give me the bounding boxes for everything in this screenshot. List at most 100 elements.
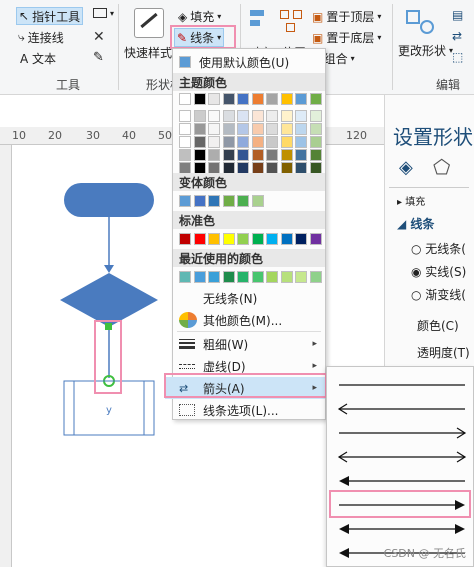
theme-color-swatch[interactable] bbox=[266, 136, 278, 148]
standard-color-swatch[interactable] bbox=[266, 233, 278, 245]
theme-color-swatch[interactable] bbox=[266, 149, 278, 161]
arrow-style-left-filled-alt[interactable] bbox=[335, 543, 469, 563]
theme-color-swatch[interactable] bbox=[237, 110, 249, 122]
pentagon-icon[interactable]: ⬠ bbox=[433, 155, 451, 179]
recent-color-swatch[interactable] bbox=[309, 271, 322, 283]
theme-color-swatch[interactable] bbox=[179, 110, 191, 122]
recent-color-swatch[interactable] bbox=[193, 271, 206, 283]
dashes-item[interactable]: 虚线(D) ▸ bbox=[173, 355, 325, 377]
pointer-tool-button[interactable]: ↖ 指针工具 bbox=[16, 7, 84, 25]
recent-color-swatch[interactable] bbox=[208, 271, 220, 283]
theme-color-swatch[interactable] bbox=[208, 93, 220, 105]
variant-color-swatch[interactable] bbox=[222, 195, 235, 207]
theme-color-swatch[interactable] bbox=[280, 136, 293, 148]
theme-color-swatch[interactable] bbox=[251, 93, 264, 105]
theme-color-swatch[interactable] bbox=[280, 123, 293, 135]
standard-color-swatch[interactable] bbox=[251, 233, 264, 245]
theme-color-swatch[interactable] bbox=[193, 136, 206, 148]
theme-color-swatch[interactable] bbox=[266, 123, 278, 135]
arrow-style-both-open[interactable] bbox=[335, 447, 469, 467]
theme-color-swatch[interactable] bbox=[208, 136, 220, 148]
no-line-radio[interactable]: ○ 无线条( bbox=[411, 242, 466, 256]
theme-color-swatch[interactable] bbox=[193, 110, 206, 122]
theme-color-swatch[interactable] bbox=[266, 93, 278, 105]
connector-handle[interactable] bbox=[105, 323, 112, 330]
arrow-style-left-filled[interactable] bbox=[335, 471, 469, 491]
recent-color-swatch[interactable] bbox=[179, 271, 191, 283]
theme-color-swatch[interactable] bbox=[237, 123, 249, 135]
start-terminal-shape[interactable] bbox=[64, 183, 154, 217]
standard-color-swatch[interactable] bbox=[295, 233, 307, 245]
arrow-style-right-filled[interactable] bbox=[335, 495, 469, 515]
theme-color-swatch[interactable] bbox=[237, 136, 249, 148]
recent-color-swatch[interactable] bbox=[222, 271, 235, 283]
variant-color-swatch[interactable] bbox=[179, 195, 191, 207]
theme-color-swatch[interactable] bbox=[222, 123, 235, 135]
theme-color-swatch[interactable] bbox=[208, 123, 220, 135]
variant-color-swatch[interactable] bbox=[251, 195, 264, 207]
gradient-line-radio[interactable]: ○ 渐变线( bbox=[411, 288, 466, 302]
process-shape[interactable] bbox=[63, 380, 155, 436]
theme-color-swatch[interactable] bbox=[280, 149, 293, 161]
recent-color-swatch[interactable] bbox=[280, 271, 293, 283]
bring-to-front-button[interactable]: ▣ 置于顶层 ▾ bbox=[312, 9, 382, 25]
theme-color-swatch[interactable] bbox=[179, 123, 191, 135]
theme-color-swatch[interactable] bbox=[179, 93, 191, 105]
theme-color-swatch[interactable] bbox=[222, 149, 235, 161]
arrow-style-none[interactable] bbox=[335, 375, 469, 395]
theme-color-swatch[interactable] bbox=[193, 149, 206, 161]
theme-color-swatch[interactable] bbox=[309, 93, 322, 105]
theme-color-swatch[interactable] bbox=[208, 110, 220, 122]
variant-color-swatch[interactable] bbox=[237, 195, 249, 207]
variant-color-swatch[interactable] bbox=[193, 195, 206, 207]
standard-color-swatch[interactable] bbox=[309, 233, 322, 245]
theme-color-swatch[interactable] bbox=[237, 149, 249, 161]
theme-color-swatch[interactable] bbox=[280, 110, 293, 122]
recent-color-swatch[interactable] bbox=[251, 271, 264, 283]
line-options-item[interactable]: 线条选项(L)... bbox=[173, 399, 325, 421]
theme-color-swatch[interactable] bbox=[309, 123, 322, 135]
solid-line-radio[interactable]: ◉ 实线(S) bbox=[411, 265, 467, 279]
recent-color-swatch[interactable] bbox=[295, 271, 307, 283]
line-button[interactable]: ✎ 线条 ▾ bbox=[174, 28, 225, 47]
arrows-item[interactable]: ⇄ 箭头(A) ▸ bbox=[165, 377, 325, 399]
find-icon[interactable]: ▤ bbox=[452, 8, 464, 22]
theme-color-swatch[interactable] bbox=[193, 123, 206, 135]
theme-color-swatch[interactable] bbox=[295, 93, 307, 105]
theme-color-swatch[interactable] bbox=[266, 110, 278, 122]
standard-color-swatch[interactable] bbox=[222, 233, 235, 245]
weight-item[interactable]: 粗细(W) ▸ bbox=[173, 333, 325, 355]
theme-color-swatch[interactable] bbox=[179, 136, 191, 148]
use-default-color-item[interactable]: 使用默认颜色(U) bbox=[173, 51, 325, 73]
replace-icon[interactable]: ⇄ bbox=[452, 29, 463, 43]
recent-color-swatch[interactable] bbox=[266, 271, 278, 283]
standard-color-swatch[interactable] bbox=[179, 233, 191, 245]
theme-color-swatch[interactable] bbox=[251, 110, 264, 122]
variant-color-swatch[interactable] bbox=[208, 195, 220, 207]
standard-color-swatch[interactable] bbox=[280, 233, 293, 245]
theme-color-swatch[interactable] bbox=[251, 149, 264, 161]
decision-diamond-shape[interactable] bbox=[60, 273, 158, 327]
theme-color-swatch[interactable] bbox=[222, 93, 235, 105]
connector-button[interactable]: ⤷ 连接线 bbox=[18, 30, 64, 45]
quick-styles-icon[interactable] bbox=[134, 8, 164, 38]
theme-color-swatch[interactable] bbox=[280, 93, 293, 105]
change-shape-icon[interactable] bbox=[404, 6, 438, 38]
paint-bucket-icon[interactable]: ◈ bbox=[399, 157, 413, 178]
theme-color-swatch[interactable] bbox=[309, 136, 322, 148]
theme-color-swatch[interactable] bbox=[179, 149, 191, 161]
rectangle-tool-button[interactable]: ▾ bbox=[93, 8, 114, 18]
theme-color-swatch[interactable] bbox=[222, 110, 235, 122]
theme-color-swatch[interactable] bbox=[237, 93, 249, 105]
theme-color-swatch[interactable] bbox=[208, 149, 220, 161]
theme-color-swatch[interactable] bbox=[222, 136, 235, 148]
arrow-style-both-filled[interactable] bbox=[335, 519, 469, 539]
recent-color-swatch[interactable] bbox=[237, 271, 249, 283]
fill-button[interactable]: ◈ 填充 ▾ bbox=[178, 9, 222, 25]
send-to-back-button[interactable]: ▣ 置于底层 ▾ bbox=[312, 30, 382, 46]
theme-color-swatch[interactable] bbox=[309, 149, 322, 161]
pen-icon[interactable]: ✎ bbox=[93, 50, 104, 65]
standard-color-swatch[interactable] bbox=[208, 233, 220, 245]
theme-color-swatch[interactable] bbox=[295, 149, 307, 161]
arrow-style-left-open[interactable] bbox=[335, 399, 469, 419]
